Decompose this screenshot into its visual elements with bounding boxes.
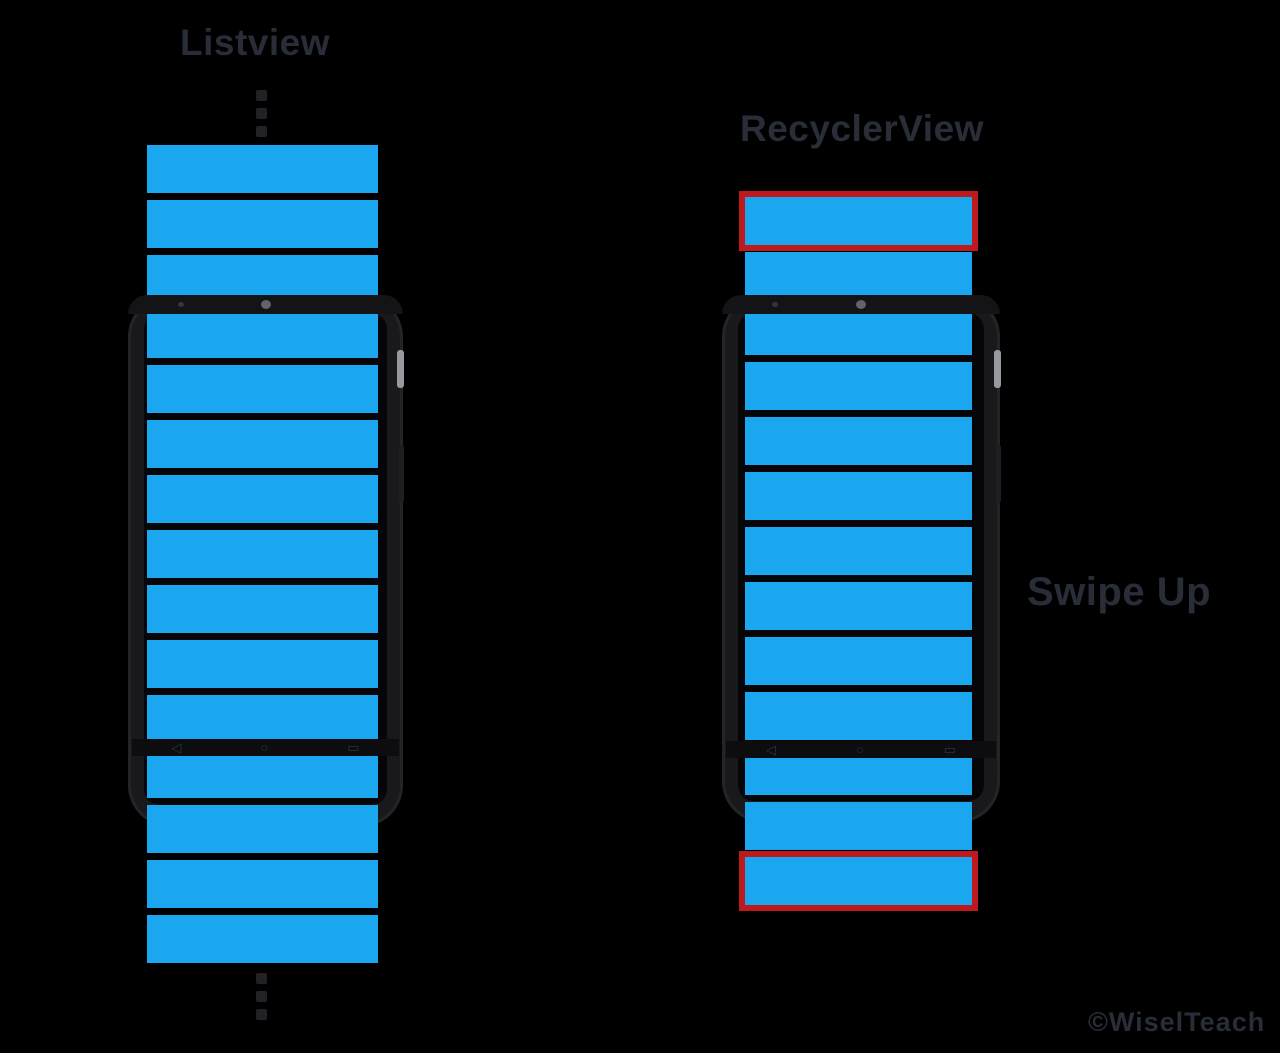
phone-top-bezel <box>128 295 403 314</box>
list-item <box>147 860 378 908</box>
list-item <box>745 307 972 355</box>
list-item <box>745 527 972 575</box>
android-nav-bar: ◁ ○ ▭ <box>132 739 399 756</box>
recycled-list-item <box>745 857 972 905</box>
ellipsis-dot <box>256 108 267 119</box>
list-item <box>745 417 972 465</box>
list-item <box>745 582 972 630</box>
camera-icon <box>260 300 271 309</box>
list-item <box>147 640 378 688</box>
list-item <box>147 695 378 743</box>
list-item <box>745 802 972 850</box>
recyclerview-item-stack <box>745 197 972 912</box>
list-item <box>147 365 378 413</box>
ellipsis-dot <box>256 973 267 984</box>
back-icon: ◁ <box>765 742 776 757</box>
list-item <box>745 692 972 740</box>
listview-item-stack <box>147 145 378 970</box>
camera-icon <box>856 300 866 309</box>
ellipsis-dot <box>256 991 267 1002</box>
home-icon: ○ <box>855 742 864 757</box>
list-item <box>745 637 972 685</box>
list-item <box>745 252 972 300</box>
list-item <box>147 805 378 853</box>
list-item <box>147 475 378 523</box>
recents-icon: ▭ <box>943 742 956 757</box>
ellipsis-dot <box>256 126 267 137</box>
sensor-icon <box>178 302 184 307</box>
list-item <box>745 472 972 520</box>
volume-button <box>399 445 404 503</box>
power-button <box>994 350 1001 388</box>
list-item <box>147 145 378 193</box>
list-item <box>745 362 972 410</box>
phone-top-bezel <box>722 295 1000 314</box>
back-icon: ◁ <box>171 740 182 755</box>
list-item <box>147 915 378 963</box>
recycled-list-item <box>745 197 972 245</box>
list-item <box>147 585 378 633</box>
volume-button <box>996 445 1001 503</box>
list-item <box>147 420 378 468</box>
list-item <box>147 750 378 798</box>
watermark: ©WiselTeach <box>1088 1007 1266 1037</box>
recents-icon: ▭ <box>347 740 360 755</box>
listview-title: Listview <box>180 22 330 63</box>
power-button <box>397 350 404 388</box>
more-items-below-ellipsis <box>256 973 267 1020</box>
sensor-icon <box>772 302 778 307</box>
list-item <box>147 310 378 358</box>
more-items-above-ellipsis <box>256 90 267 137</box>
list-item <box>147 200 378 248</box>
recyclerview-title: RecyclerView <box>740 108 984 149</box>
swipe-up-label: Swipe Up <box>1027 570 1212 614</box>
android-nav-bar: ◁ ○ ▭ <box>726 741 996 758</box>
ellipsis-dot <box>256 1009 267 1020</box>
list-item <box>147 530 378 578</box>
home-icon: ○ <box>260 740 269 755</box>
ellipsis-dot <box>256 90 267 101</box>
